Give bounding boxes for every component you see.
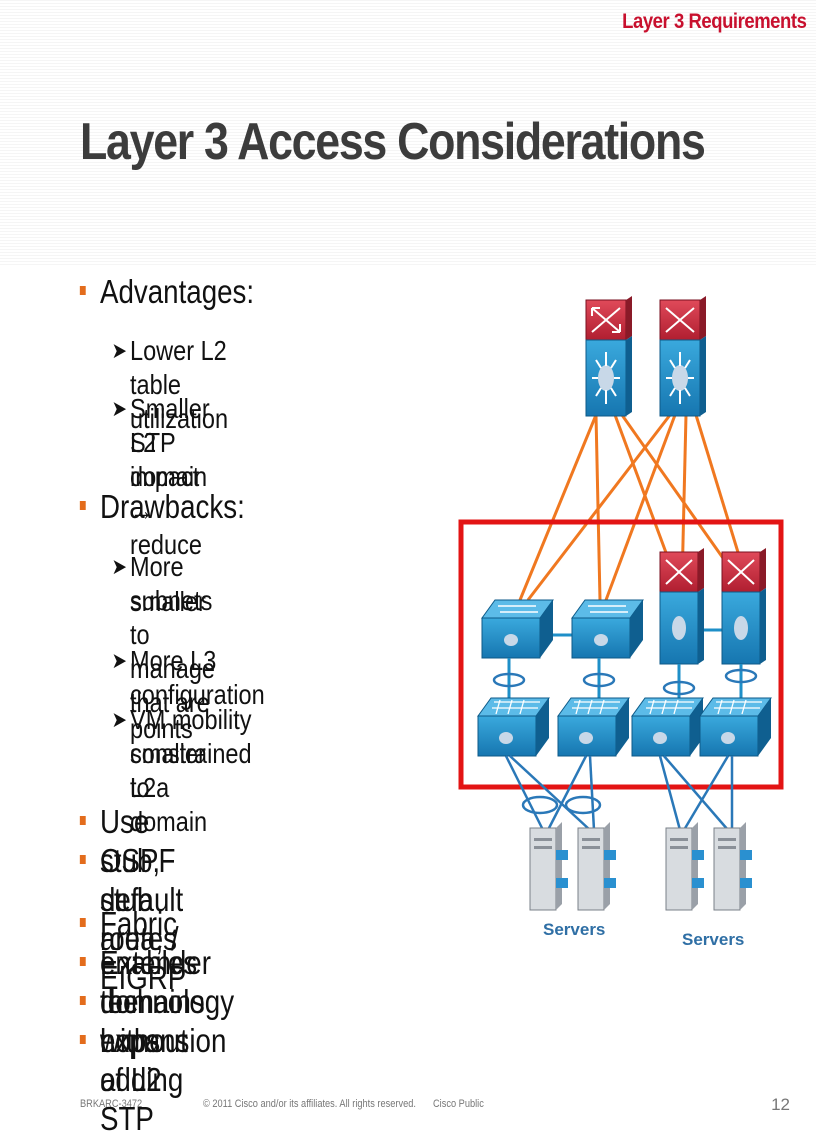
server-group-2: Servers <box>665 822 752 949</box>
server-icon <box>713 822 752 911</box>
bullet-drawbacks: Drawbacks: <box>79 488 245 525</box>
server-icon <box>529 822 568 911</box>
server-group-1: Servers <box>529 822 616 939</box>
header-band <box>0 0 816 265</box>
access-l3-switch-1 <box>481 599 554 659</box>
footer-classification: Cisco Public <box>433 1098 484 1110</box>
bullet-advantages: Advantages: <box>79 273 255 310</box>
servers-label-1: Servers <box>543 920 605 939</box>
arrow-bullet-icon: ➤ <box>111 707 128 732</box>
server-links <box>504 755 734 831</box>
core-switch-1 <box>585 296 632 417</box>
port-channel-rings <box>492 668 758 696</box>
server-icon <box>665 822 704 911</box>
arrow-bullet-icon: ➤ <box>111 338 128 363</box>
servers-label-2: Servers <box>682 930 744 949</box>
fabric-extender-2 <box>557 697 630 757</box>
sub-bullet-subnets: ➤More subnets to manage that are <box>111 551 215 718</box>
sub-bullet-smaller-domain: ➤Smaller L2 domain → reduce <box>111 393 210 560</box>
footer-copyright: © 2011 Cisco and/or its affiliates. All … <box>203 1098 416 1110</box>
sub-bullet-l2-table: ➤Lower L2 table utilization <box>111 335 229 434</box>
sub-bullet-l3-points: ➤More L3 configuration points <box>111 645 265 744</box>
core-switch-2 <box>659 296 706 417</box>
footer-session-code: BRKARC-3472 <box>80 1098 143 1110</box>
fabric-extender-3 <box>631 697 704 757</box>
arrow-bullet-icon: ➤ <box>111 554 128 579</box>
sub-bullet-vm-mobility: ➤VM mobility constrained to a <box>111 704 252 803</box>
bullet-fabric-cont3: hops <box>79 1022 161 1059</box>
bullet-ospf-cont: stub, default routes <box>79 842 184 957</box>
sub-bullet-subnets-cont: smaller <box>130 586 206 617</box>
bullet-fabric-cont1: enables the expansion of L2 <box>79 944 227 1098</box>
l3-access-highlight-box <box>458 519 784 790</box>
sub-bullet-smaller-domain-cont: STP impact <box>130 427 200 492</box>
server-icon <box>577 822 616 911</box>
arrow-bullet-icon: ➤ <box>111 396 128 421</box>
page-number: 12 <box>771 1095 790 1114</box>
access-nexus-switch-2 <box>721 548 766 665</box>
bullet-ospf: Use OSPF stub area, / EIGRP <box>79 803 187 996</box>
access-nexus-switch-1 <box>659 548 704 665</box>
access-l3-switch-2 <box>571 599 644 659</box>
fabric-extender-4 <box>699 697 772 757</box>
uplinks <box>518 414 750 601</box>
arrow-bullet-icon: ➤ <box>111 648 128 673</box>
sub-bullet-vm-mobility-cont: smaller L2 domain <box>130 738 208 837</box>
section-tag: Layer 3 Requirements <box>621 10 807 33</box>
fabric-extender-1 <box>477 697 550 757</box>
page-title: Layer 3 Access Considerations <box>80 113 706 171</box>
bullet-fabric: Fabric Extender technology <box>79 905 235 1020</box>
